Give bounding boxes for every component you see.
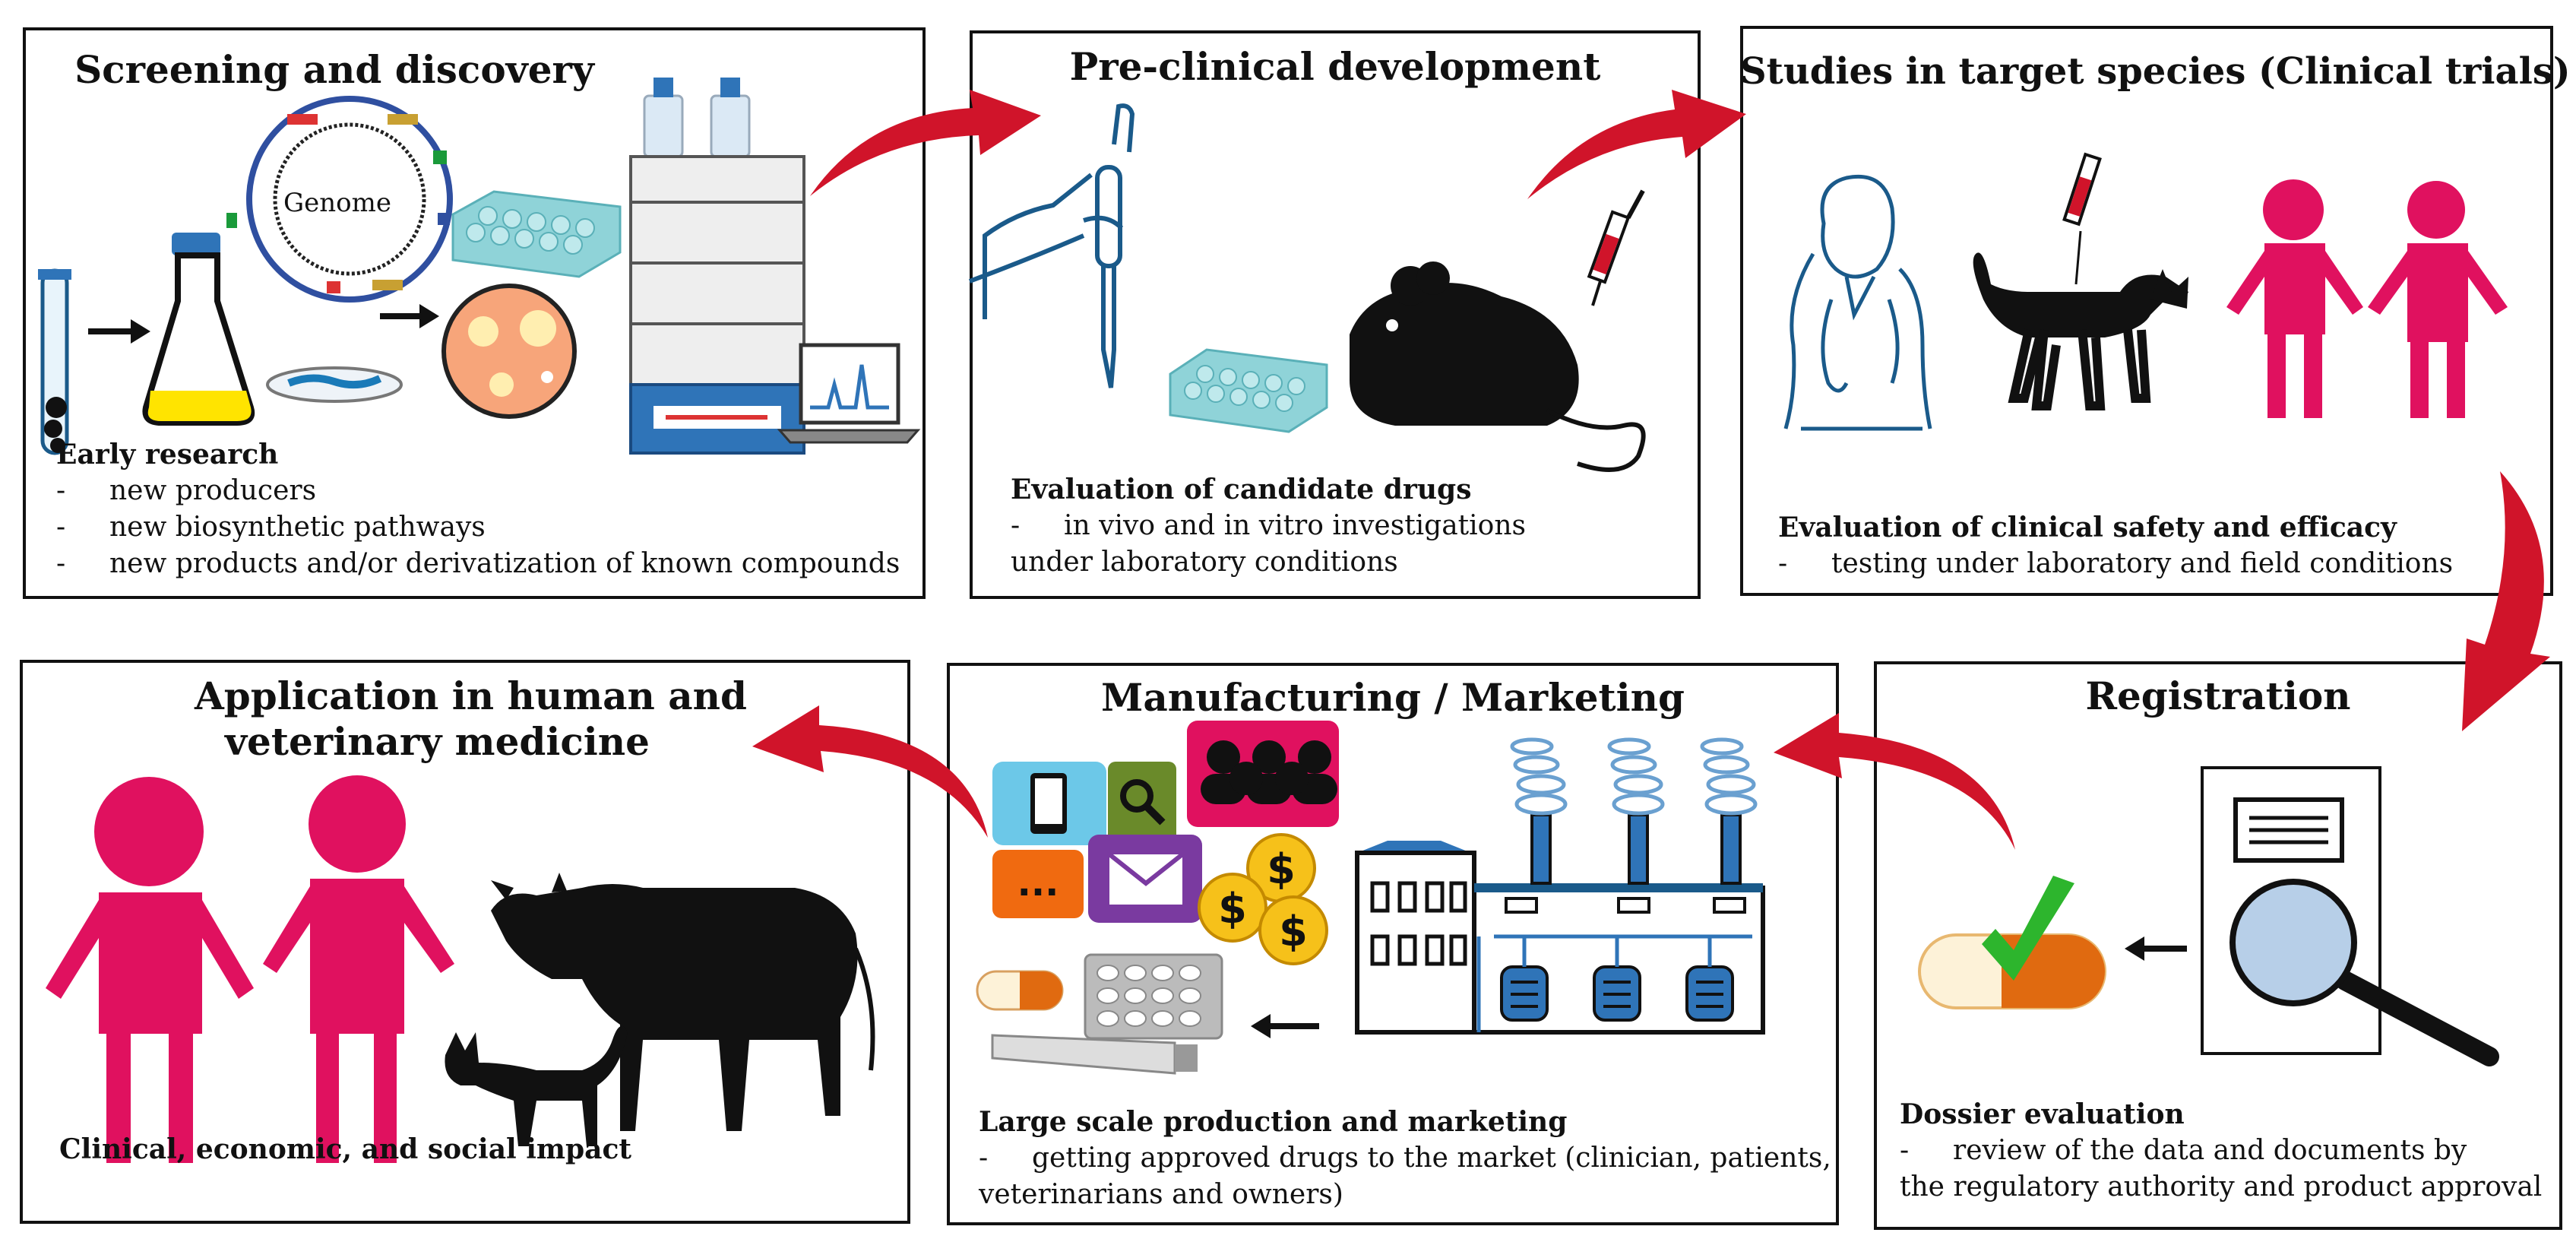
cow-icon xyxy=(491,873,875,1131)
registration-heading: Dossier evaluation xyxy=(1900,1098,2185,1130)
application-heading: Clinical, economic, and social impact xyxy=(59,1133,632,1165)
dash: - xyxy=(56,512,66,543)
person-icon xyxy=(263,775,454,1163)
dash: - xyxy=(979,1142,989,1174)
flow-arrow-3 xyxy=(2462,471,2550,731)
magnifier-icon xyxy=(2229,879,2499,1066)
social-media-icons: ... xyxy=(992,721,1339,923)
registration-illustration xyxy=(1918,766,2499,1066)
clinical-line1: testing under laboratory and field condi… xyxy=(1831,548,2454,579)
genome-plasmid-icon xyxy=(226,96,453,303)
coins-icon: $ $ $ xyxy=(1198,833,1328,965)
application-text: Clinical, economic, and social impact xyxy=(59,1131,631,1168)
screening-text: Early research - new producers - new biosy… xyxy=(56,436,900,582)
dash: - xyxy=(1900,1135,1910,1166)
manufacturing-line1: getting approved drugs to the market (cl… xyxy=(1032,1142,1831,1174)
arrow-right-icon xyxy=(380,304,439,328)
blister-pack-icon xyxy=(1084,953,1223,1040)
agar-plate-icon xyxy=(441,284,577,419)
panel-preclinical xyxy=(970,30,1701,599)
dollar-sign: $ xyxy=(1279,908,1308,955)
manufacturing-heading: Large scale production and marketing xyxy=(979,1106,1568,1138)
factory-icon xyxy=(1355,737,1765,1035)
registration-line1: review of the data and documents by xyxy=(1953,1135,2467,1166)
flow-arrow-2 xyxy=(1527,90,1746,199)
mouse-icon xyxy=(1350,261,1646,472)
preclinical-illustration xyxy=(968,103,1646,472)
laptop-icon xyxy=(777,343,921,444)
person-icon xyxy=(46,777,254,1163)
screening-illustration: Genome xyxy=(38,78,921,455)
dash: - xyxy=(56,548,66,579)
syringe-icon xyxy=(1587,189,1645,306)
preclinical-text: Evaluation of candidate drugs - in vivo a… xyxy=(1011,471,1526,581)
chat-dots-label: ... xyxy=(1017,862,1059,905)
dollar-sign: $ xyxy=(1267,845,1296,893)
application-title: Application in human and veterinary medi… xyxy=(20,673,910,765)
bullet-biosynthetic: new biosynthetic pathways xyxy=(109,512,486,543)
well-plate-icon xyxy=(451,190,622,278)
genome-label: Genome xyxy=(283,188,391,218)
application-title-line2: veterinary medicine xyxy=(225,719,650,764)
ointment-tube-icon xyxy=(991,1034,1198,1075)
preclinical-line1: in vivo and in vitro investigations xyxy=(1064,510,1526,541)
test-tube-icon xyxy=(38,268,71,455)
dash: - xyxy=(1778,548,1788,579)
manufacturing-illustration: ... $ $ $ xyxy=(976,721,1765,1075)
manufacturing-line2: veterinarians and owners) xyxy=(979,1179,1343,1210)
cat-icon xyxy=(1973,252,2188,410)
dash: - xyxy=(1011,510,1021,541)
bullet-derivatization: new products and/or derivatization of kn… xyxy=(109,548,900,579)
manufacturing-text: Large scale production and marketing - ge… xyxy=(979,1104,1831,1213)
dash: - xyxy=(56,475,66,506)
flow-arrow-1 xyxy=(810,90,1041,196)
well-plate-icon xyxy=(1169,348,1328,433)
registration-line2: the regulatory authority and product app… xyxy=(1900,1171,2543,1203)
screening-title: Screening and discovery xyxy=(74,47,594,92)
flask-icon xyxy=(142,233,255,426)
registration-title: Registration xyxy=(2085,673,2351,718)
preclinical-line2: under laboratory conditions xyxy=(1011,547,1398,578)
registration-text: Dossier evaluation - review of the data a… xyxy=(1900,1096,2542,1206)
cat-icon xyxy=(445,1026,628,1146)
arrow-left-icon xyxy=(2125,936,2187,961)
petri-dish-icon xyxy=(266,366,403,403)
clinical-illustration xyxy=(1783,152,2508,431)
application-title-line1: Application in human and xyxy=(195,673,747,718)
person-icon xyxy=(2226,179,2363,418)
application-illustration xyxy=(46,775,875,1163)
flow-arrow-5 xyxy=(752,705,988,838)
clinical-text: Evaluation of clinical safety and effica… xyxy=(1778,509,2453,582)
clinical-title: Studies in target species (Clinical tria… xyxy=(1740,50,2571,93)
screening-heading: Early research xyxy=(56,439,279,471)
bullet-new-producers: new producers xyxy=(109,475,317,506)
clinical-heading: Evaluation of clinical safety and effica… xyxy=(1778,512,2397,543)
syringe-icon xyxy=(2062,152,2102,285)
manufacturing-title: Manufacturing / Marketing xyxy=(1101,675,1685,720)
arrow-left-icon xyxy=(1251,1014,1319,1038)
preclinical-heading: Evaluation of candidate drugs xyxy=(1011,474,1472,505)
preclinical-title: Pre-clinical development xyxy=(1069,44,1601,89)
doctor-icon xyxy=(1783,174,1932,431)
capsule-icon xyxy=(976,970,1064,1011)
pipette-icon xyxy=(968,103,1135,388)
check-icon xyxy=(1982,876,2074,981)
arrow-right-icon xyxy=(88,319,150,344)
person-icon xyxy=(2368,181,2508,418)
flow-arrow-4 xyxy=(1774,713,2015,850)
dollar-sign: $ xyxy=(1218,885,1247,933)
